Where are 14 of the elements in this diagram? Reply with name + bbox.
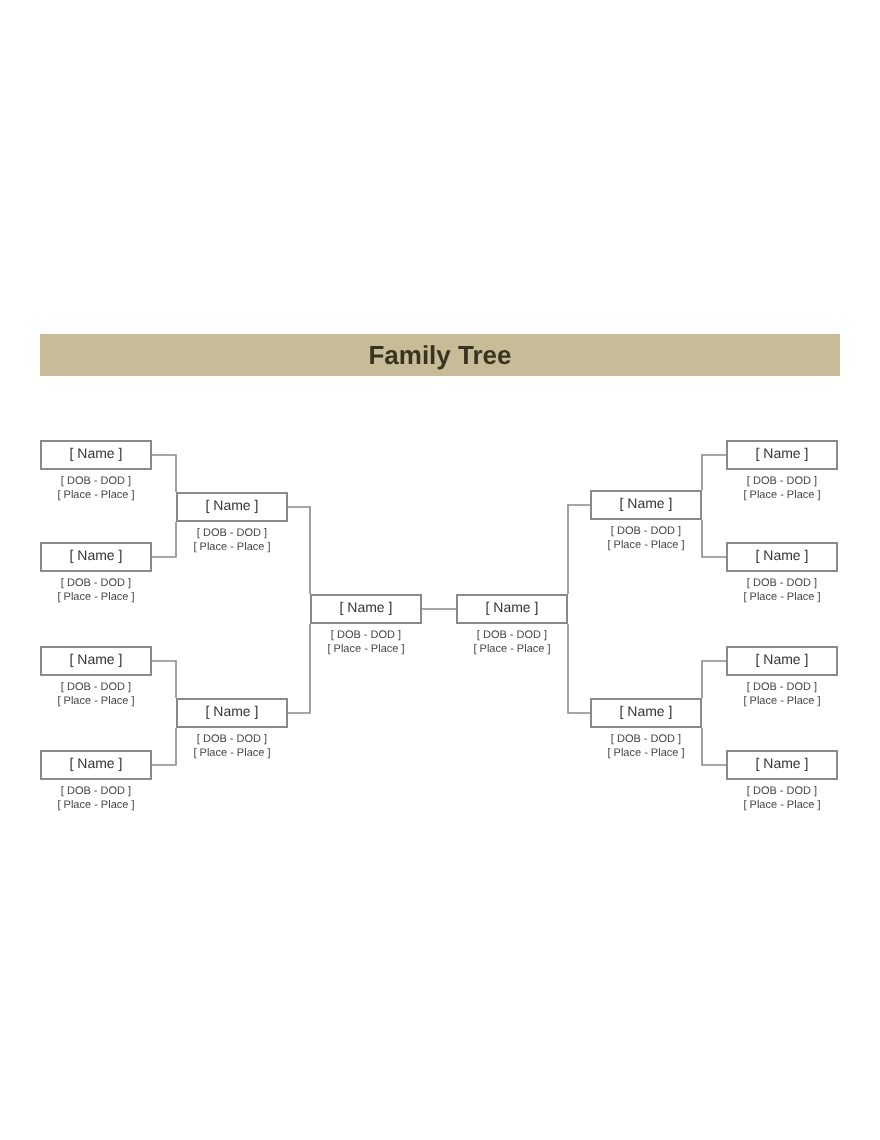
connector-line — [567, 504, 591, 595]
connector-line — [287, 623, 311, 714]
connector-line — [421, 608, 457, 610]
connector-line — [567, 623, 591, 714]
connector-line — [151, 521, 177, 558]
connector-line — [701, 660, 727, 699]
connector-line — [151, 727, 177, 766]
connector-line — [151, 454, 177, 493]
connector-line — [151, 660, 177, 699]
connector-line — [701, 519, 727, 558]
title-banner: Family Tree — [40, 334, 840, 376]
connector-line — [287, 506, 311, 595]
connector-line — [701, 454, 727, 491]
connector-line — [701, 727, 727, 766]
